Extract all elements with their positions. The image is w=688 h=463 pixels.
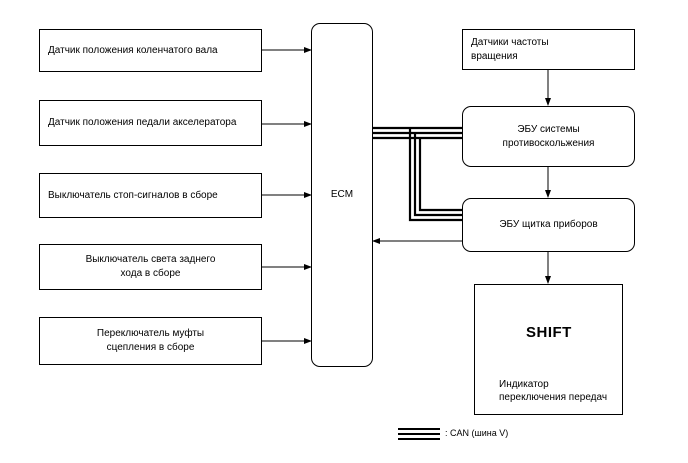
clutch-switch-label: Переключатель муфты сцепления в сборе [96, 328, 205, 353]
stoplight-switch-box: Выключатель стоп-сигналов в сборе [39, 173, 262, 218]
accelerator-sensor-label: Датчик положения педали акселератора [48, 117, 237, 128]
accelerator-sensor-box: Датчик положения педали акселератора [39, 100, 262, 146]
crankshaft-sensor-box: Датчик положения коленчатого вала [39, 29, 262, 72]
reverse-light-switch-label: Выключатель света заднего хода в сборе [85, 254, 216, 279]
ecm-label: ECM [330, 189, 354, 200]
shift-indicator-caption: Индикатор переключения передач [499, 379, 608, 403]
legend-can-symbol [398, 428, 440, 440]
crankshaft-sensor-label: Датчик положения коленчатого вала [48, 44, 218, 56]
meter-ecu-label: ЭБУ щитка приборов [499, 219, 598, 230]
speed-sensors-box: Датчики частоты вращения [462, 29, 635, 70]
reverse-light-switch-box: Выключатель света заднего хода в сборе [39, 244, 262, 290]
shift-text: SHIFT [526, 324, 572, 341]
ecm-box: ECM [311, 23, 373, 367]
shift-indicator-box [474, 284, 623, 415]
skid-control-ecu-box: ЭБУ системы противоскольжения [462, 106, 635, 167]
stoplight-switch-label: Выключатель стоп-сигналов в сборе [48, 189, 218, 201]
speed-sensors-label: Датчики частоты вращения [471, 36, 549, 62]
skid-control-ecu-label: ЭБУ системы противоскольжения [502, 123, 595, 149]
clutch-switch-box: Переключатель муфты сцепления в сборе [39, 317, 262, 365]
meter-ecu-box: ЭБУ щитка приборов [462, 198, 635, 252]
can-bus-ecm-skid [372, 126, 462, 140]
can-bus-branch-meter [408, 128, 462, 222]
can-legend-label: : CAN (шина V) [445, 428, 509, 438]
